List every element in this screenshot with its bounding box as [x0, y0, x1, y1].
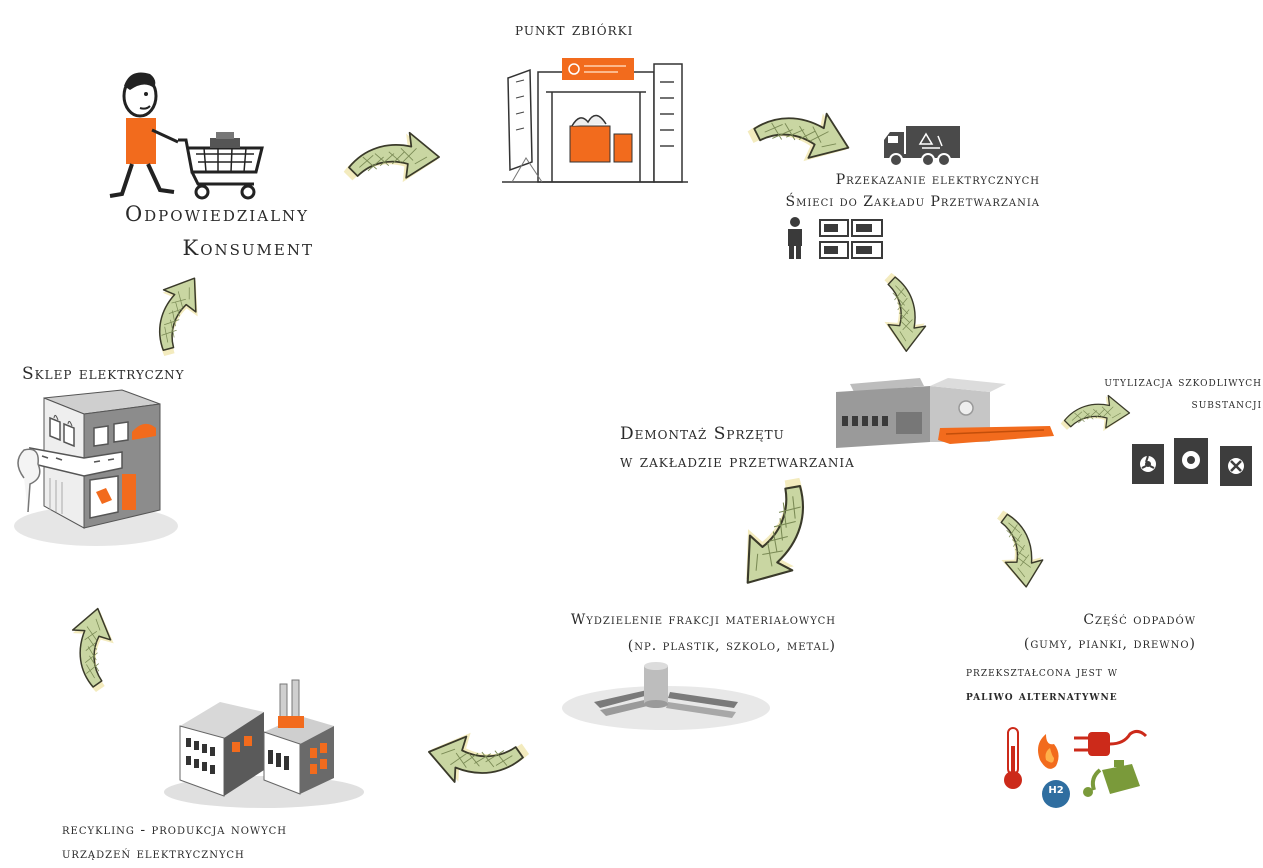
arrow-dismantling-to-disposal [1056, 388, 1138, 438]
material-fractions-illustration [562, 662, 770, 730]
consumer-label-line1: Odpowiedzialny [124, 202, 310, 226]
consumer-label-line2: Konsument [182, 236, 314, 260]
transfer-label-line2: Śmieci do Zakładu Przetwarzania [785, 194, 1040, 210]
hydrogen-label: H2 [1048, 785, 1064, 796]
fuel-label-line4: paliwo alternatywne [966, 688, 1118, 703]
arrow-transfer-to-dismantling [862, 268, 948, 360]
hazardous-substances-icons [1132, 438, 1252, 486]
shop-label: Sklep elektryczny [22, 364, 185, 384]
recycling-factory-illustration [164, 679, 364, 808]
processing-plant-illustration [836, 378, 1054, 448]
arrow-fractions-to-recycling [420, 724, 530, 796]
recycling-truck-icon [884, 126, 960, 167]
arrow-collection-to-transfer [748, 96, 858, 170]
transfer-label-line1: Przekazanie elektrycznych [835, 172, 1040, 188]
arrow-recycling-to-shop [46, 594, 136, 700]
fuel-label-line3: przekształcona jest w [966, 664, 1119, 679]
fuel-label-line1: Część odpadów [1083, 612, 1196, 628]
person-and-appliances-icons [788, 217, 883, 259]
consumer-with-cart-illustration [109, 72, 264, 200]
dismantling-label-line2: w zakładzie przetwarzania [620, 452, 855, 472]
dismantling-label-line1: Demontaż Sprzętu [620, 424, 785, 444]
arrow-dismantling-to-fractions [716, 486, 842, 590]
collection-point-illustration [502, 58, 688, 183]
recycling-label-line1: recykling - produkcja nowych [62, 822, 287, 838]
recycling-label-line2: urządzeń elektrycznych [62, 846, 245, 862]
collection-point-label: punkt zbiórki [515, 20, 634, 40]
fractions-label-line2: (np. plastik, szkolo, metal) [627, 638, 836, 654]
disposal-label-line2: substancji [1191, 396, 1262, 411]
arrow-shop-to-consumer [130, 270, 220, 354]
electrical-shop-illustration [14, 389, 178, 546]
disposal-label-line1: utylizacja szkodliwych [1104, 374, 1262, 389]
arrow-dismantling-to-fuel [978, 496, 1064, 604]
arrow-consumer-to-collection [342, 118, 446, 196]
alternative-fuel-icons [1004, 727, 1148, 808]
fuel-label-line2: (gumy, pianki, drewno) [1023, 636, 1196, 652]
fractions-label-line1: Wydzielenie frakcji materiałowych [570, 612, 836, 628]
